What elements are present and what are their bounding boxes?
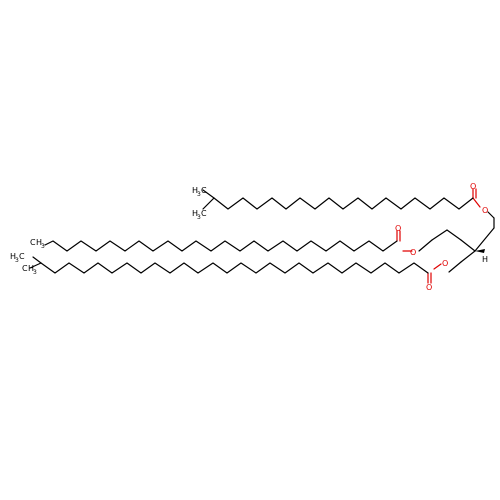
svg-text:H: H: [192, 186, 198, 195]
bottom-methyl-a-label: H 3 C: [10, 252, 25, 264]
top-methyl-b-label: H 3 C: [192, 209, 207, 221]
middle-methyl-label: C H 3: [30, 238, 45, 250]
svg-text:3: 3: [15, 257, 19, 264]
bottom-ester-oxygen: O: [442, 259, 448, 268]
svg-text:C: C: [30, 238, 36, 247]
bottom-carbonyl-oxygen: O: [426, 283, 432, 292]
svg-text:C: C: [22, 264, 28, 273]
bottom-ester-chain: [29, 256, 442, 284]
glycerol-backbone: [418, 227, 495, 273]
middle-carbonyl-oxygen: O: [395, 224, 401, 233]
middle-ester-chain: [44, 230, 413, 252]
svg-text:3: 3: [33, 269, 37, 276]
svg-text:C: C: [201, 209, 207, 218]
svg-text:H: H: [10, 252, 16, 261]
stereo-hydrogen: H: [482, 255, 488, 264]
stereo-wedge: [475, 249, 485, 253]
svg-text:3: 3: [41, 243, 45, 250]
svg-text:3: 3: [197, 214, 201, 221]
top-methyl-a-label: H 3 C: [192, 186, 207, 198]
top-carbonyl-oxygen: O: [470, 182, 476, 191]
svg-text:H: H: [28, 264, 34, 273]
top-ester-oxygen: O: [482, 206, 488, 215]
middle-ester-oxygen: O: [410, 248, 416, 257]
svg-text:C: C: [19, 252, 25, 261]
svg-text:3: 3: [197, 191, 201, 198]
top-ester-chain: [202, 188, 495, 229]
bottom-methyl-b-label: C H 3: [22, 264, 37, 276]
svg-text:H: H: [36, 238, 42, 247]
svg-text:C: C: [201, 186, 207, 195]
svg-text:H: H: [192, 209, 198, 218]
